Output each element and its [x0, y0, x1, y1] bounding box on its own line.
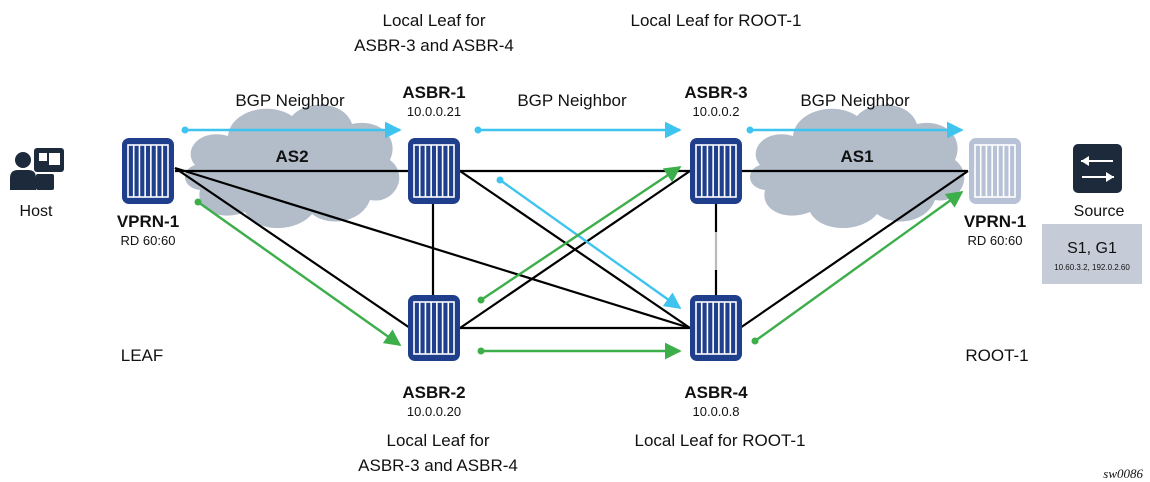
bgp-arrow-asbr1-asbr4	[496, 176, 682, 309]
asbr4-name: ASBR-4	[684, 383, 748, 402]
source-info-box	[1042, 224, 1142, 284]
mcast-arrow-asbr4-vprnR	[751, 191, 964, 345]
router-asbr3	[690, 138, 742, 204]
vprn-left-name: VPRN-1	[117, 212, 179, 231]
bgp-neighbor-left: BGP Neighbor	[235, 91, 345, 110]
source-sg: S1, G1	[1067, 240, 1117, 257]
vprn-right-name: VPRN-1	[964, 212, 1026, 231]
bgp-arrows	[181, 121, 964, 309]
link-vprnL-asbr2	[174, 167, 411, 329]
as2-label: AS2	[275, 147, 308, 166]
bottom-local-leaf-asbr34-line1: Local Leaf for	[386, 431, 489, 450]
router-asbr4	[690, 295, 742, 361]
source-icon	[1073, 144, 1122, 193]
bgp-neighbor-middle: BGP Neighbor	[517, 91, 627, 110]
as2-cloud	[184, 104, 400, 229]
as1-label: AS1	[840, 147, 873, 166]
router-asbr2	[408, 295, 460, 361]
bgp-arrow-vprnL-asbr1	[181, 121, 402, 139]
link-asbr4-vprnR	[739, 170, 969, 329]
asbr4-ip: 10.0.0.8	[693, 404, 740, 419]
host-label: Host	[20, 203, 53, 220]
mcast-arrow-asbr2-asbr4	[477, 342, 682, 360]
asbr1-ip: 10.0.0.21	[407, 104, 461, 119]
source-label: Source	[1074, 203, 1125, 220]
top-local-leaf-root1: Local Leaf for ROOT-1	[630, 11, 801, 30]
router-vprn-left	[122, 138, 174, 204]
vprn-right-rd: RD 60:60	[968, 233, 1023, 248]
asbr2-name: ASBR-2	[402, 383, 465, 402]
source-addr: 10.60.3.2, 192.0.2.60	[1054, 263, 1130, 272]
asbr2-ip: 10.0.0.20	[407, 404, 461, 419]
asbr1-name: ASBR-1	[402, 83, 465, 102]
router-asbr1	[408, 138, 460, 204]
host-icon	[10, 148, 64, 190]
vprn-left-rd: RD 60:60	[121, 233, 176, 248]
as1-cloud	[749, 104, 965, 229]
links	[174, 166, 969, 330]
asbr3-ip: 10.0.0.2	[693, 104, 740, 119]
link-asbr2-asbr3	[459, 170, 691, 329]
bgp-arrow-asbr1-asbr3	[474, 121, 682, 139]
mcast-arrows	[194, 166, 964, 360]
bgp-arrow-asbr3-vprnR	[746, 121, 964, 139]
figure-id: sw0086	[1103, 466, 1143, 481]
bottom-local-leaf-asbr34-line2: ASBR-3 and ASBR-4	[358, 456, 518, 475]
mcast-arrow-asbr2-asbr3	[477, 166, 682, 304]
bottom-local-leaf-root1: Local Leaf for ROOT-1	[634, 431, 805, 450]
leaf-role-label: LEAF	[121, 346, 164, 365]
bgp-neighbor-right: BGP Neighbor	[800, 91, 910, 110]
root1-role-label: ROOT-1	[965, 346, 1028, 365]
top-local-leaf-asbr34-line1: Local Leaf for	[382, 11, 485, 30]
router-vprn-right	[969, 138, 1021, 204]
asbr3-name: ASBR-3	[684, 83, 747, 102]
top-local-leaf-asbr34-line2: ASBR-3 and ASBR-4	[354, 36, 514, 55]
mcast-arrow-vprnL-asbr2	[194, 198, 402, 346]
